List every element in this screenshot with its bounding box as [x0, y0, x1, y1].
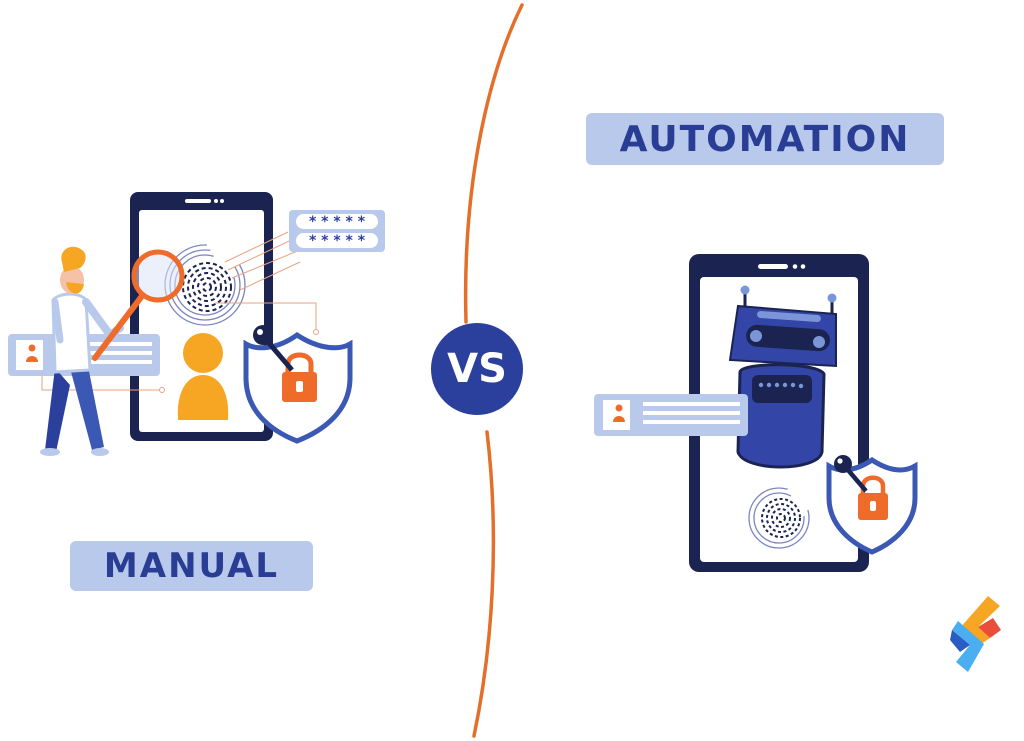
automation-label: AUTOMATION [586, 113, 944, 165]
fingerprint-icon [748, 487, 810, 549]
robot-icon [728, 285, 837, 469]
key-icon [834, 455, 868, 493]
user-avatar-icon [177, 333, 229, 420]
key-icon [253, 325, 294, 372]
vs-badge: VS [431, 323, 523, 415]
shield-lock-icon [243, 331, 353, 444]
password-row: * * * * * [309, 233, 366, 249]
password-field-icon [289, 210, 385, 252]
manual-label: MANUAL [70, 541, 313, 591]
magnifier-icon [92, 249, 185, 361]
password-row: * * * * * [309, 214, 366, 230]
id-card-icon [594, 394, 748, 436]
